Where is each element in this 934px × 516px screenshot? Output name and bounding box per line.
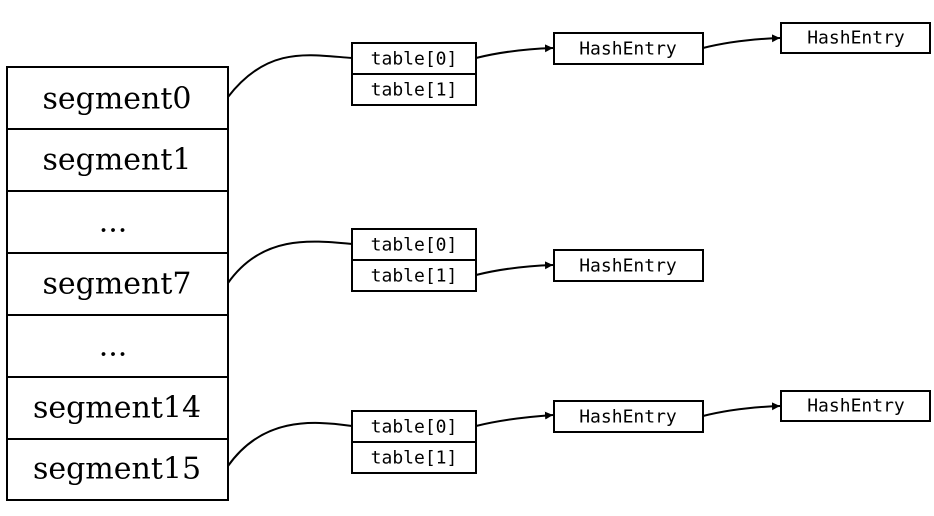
hash-entry-label: HashEntry: [579, 407, 677, 428]
table-cell-label: table[1]: [371, 448, 458, 469]
hash-entry-2: HashEntry: [553, 249, 704, 282]
segment-label: segment1: [42, 143, 191, 178]
hash-entry-4: HashEntry: [780, 22, 931, 54]
segment-cell-0: segment0: [6, 66, 229, 130]
segment-cell-1: segment1: [6, 128, 229, 192]
table1-to-entry-arrow: [475, 261, 554, 276]
segment-label: segment0: [42, 82, 191, 117]
segment0-to-table-connector: [227, 54, 353, 98]
table-cell-label: table[1]: [371, 80, 458, 101]
segment-cell-5: segment14: [6, 376, 229, 440]
table-array-1: table[0] table[1]: [351, 42, 477, 106]
segment-label: segment15: [33, 452, 201, 487]
segment7-to-table-connector: [227, 240, 353, 284]
table0-to-entry-arrow: [475, 411, 554, 427]
hash-entry-3: HashEntry: [553, 400, 704, 433]
segment-ellipsis: ...: [99, 329, 128, 364]
segment-cell-3: segment7: [6, 252, 229, 316]
hash-entry-1: HashEntry: [553, 32, 704, 65]
hash-entry-label: HashEntry: [579, 256, 677, 277]
table-array-3: table[0] table[1]: [351, 410, 477, 474]
segment15-to-table-connector: [227, 421, 353, 467]
table-cell-label: table[0]: [371, 235, 458, 256]
entry-next-arrow: [702, 34, 781, 49]
hash-entry-label: HashEntry: [807, 396, 905, 417]
table-cell-label: table[0]: [371, 49, 458, 70]
hash-entry-label: HashEntry: [579, 39, 677, 60]
table-array-2: table[0] table[1]: [351, 228, 477, 292]
entry-next-arrow: [702, 402, 781, 417]
segment-cell-4: ...: [6, 314, 229, 378]
table-cell-label: table[0]: [371, 417, 458, 438]
hash-entry-label: HashEntry: [807, 28, 905, 49]
table-cell-label: table[1]: [371, 266, 458, 287]
segment-array: segment0 segment1 ... segment7 ... segme…: [6, 66, 229, 501]
segment-cell-6: segment15: [6, 438, 229, 501]
segment-cell-2: ...: [6, 190, 229, 254]
segment-label: segment7: [42, 267, 191, 302]
segment-ellipsis: ...: [99, 205, 128, 240]
table0-to-entry-arrow: [475, 44, 554, 59]
hash-entry-5: HashEntry: [780, 390, 931, 422]
segment-label: segment14: [33, 391, 201, 426]
